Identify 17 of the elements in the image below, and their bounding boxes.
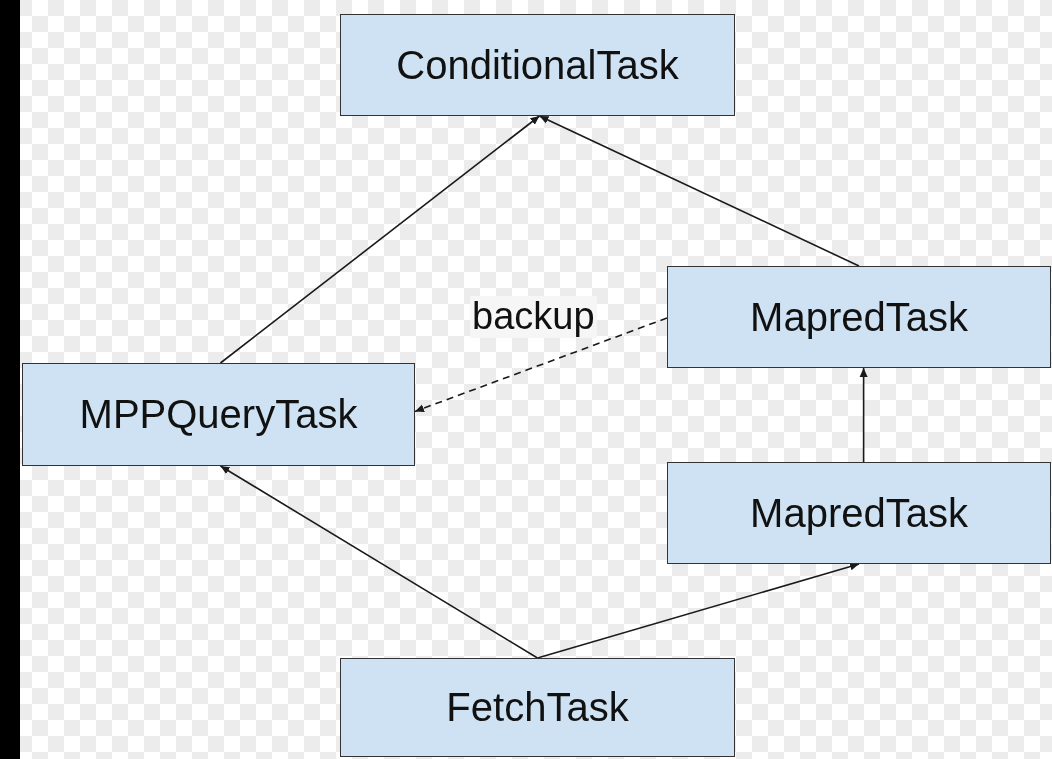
task-box [667,462,1051,564]
task-label: MapredTask [750,294,968,340]
task-label: MPPQueryTask [79,392,358,437]
task-box [667,266,1051,368]
arrow [859,367,868,463]
arrow [538,115,860,267]
task-box [340,658,735,757]
arrow [219,465,539,659]
arrow [219,115,541,364]
edge-label: backup [470,296,597,338]
task-label: FetchTask [446,685,629,730]
dashed-arrow [414,317,668,413]
task-label: MapredTask [750,490,968,536]
arrow [536,562,860,659]
task-box [22,363,415,466]
task-label: ConditionalTask [396,42,679,88]
task-box [340,14,735,116]
